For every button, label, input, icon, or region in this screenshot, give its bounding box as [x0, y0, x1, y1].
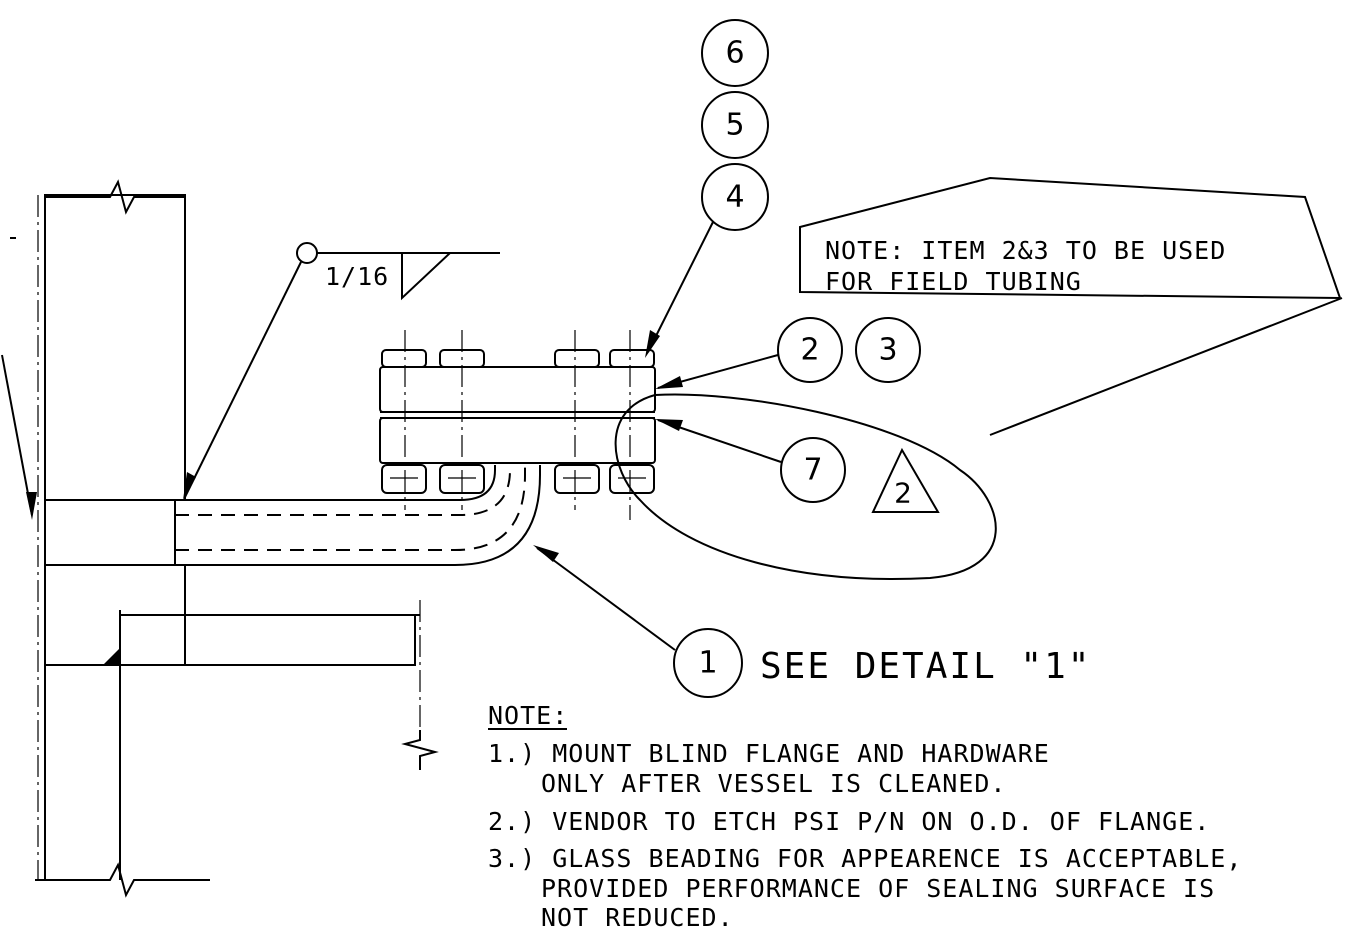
balloon-7: 7	[655, 419, 846, 503]
nut-top-1	[381, 349, 427, 368]
note-cloud-outline	[799, 176, 1342, 300]
svg-text:1: 1	[698, 646, 717, 681]
wall-upper-hatch	[44, 194, 186, 501]
note-3-line3: NOT REDUCED.	[541, 903, 734, 930]
weld-size-label: 1/16	[325, 262, 389, 291]
base-plate-hatch	[119, 614, 416, 666]
balloon-2: 2	[655, 317, 843, 389]
note-1-line1: 1.) MOUNT BLIND FLANGE AND HARDWARE	[488, 739, 1050, 768]
left-leader-line	[1, 354, 33, 516]
flange-assembly	[379, 330, 656, 520]
fillet-weld-mark	[103, 648, 120, 665]
weld-leader	[184, 261, 302, 498]
svg-text:2: 2	[894, 477, 912, 510]
tube-inner-top	[175, 465, 511, 516]
nut-bottom-3	[554, 464, 600, 494]
detail-callout: SEE DETAIL "1"	[760, 646, 1091, 687]
weld-symbol: 1/16	[183, 242, 500, 500]
notes-block: NOTE: 1.) MOUNT BLIND FLANGE AND HARDWAR…	[488, 701, 1242, 930]
nut-top-4	[609, 349, 655, 368]
note-3-line2: PROVIDED PERFORMANCE OF SEALING SURFACE …	[541, 874, 1215, 903]
note-2: 2.) VENDOR TO ETCH PSI P/N ON O.D. OF FL…	[488, 807, 1210, 836]
nut-bottom-1	[381, 464, 427, 494]
balloon-4: 4	[645, 163, 769, 358]
break-mark-top	[45, 179, 185, 215]
revision-triangle: 2	[871, 447, 940, 513]
balloon-6: 6	[701, 19, 769, 87]
nut-top-3	[554, 349, 600, 368]
svg-text:4: 4	[725, 180, 744, 215]
base-plate	[103, 565, 439, 880]
vessel-wall	[1, 179, 210, 898]
nut-bottom-4	[609, 464, 655, 494]
weld-flange	[379, 417, 656, 464]
blind-flange	[379, 366, 656, 413]
svg-text:2: 2	[800, 333, 819, 368]
note-cloud: NOTE: ITEM 2&3 TO BE USED FOR FIELD TUBI…	[799, 176, 1343, 436]
svg-text:6: 6	[725, 36, 744, 71]
balloon-3: 3	[855, 317, 921, 383]
nozzle-tube	[45, 465, 541, 566]
tube-inner-bottom	[175, 465, 526, 551]
balloon-1: 1	[533, 545, 743, 698]
svg-text:5: 5	[725, 108, 744, 143]
weld-all-around-icon	[296, 242, 318, 264]
balloon-5: 5	[701, 91, 769, 159]
tube-outer-bottom	[175, 465, 541, 566]
fillet-weld-icon	[401, 252, 451, 301]
note-3-line1: 3.) GLASS BEADING FOR APPEARENCE IS ACCE…	[488, 844, 1242, 873]
break-mark-bottom	[35, 862, 210, 898]
tube-outer-top	[175, 465, 496, 501]
svg-text:3: 3	[878, 333, 897, 368]
nut-top-2	[439, 349, 485, 368]
notes-heading: NOTE:	[488, 701, 568, 730]
svg-text:7: 7	[803, 453, 822, 488]
cloud-note-line2: FOR FIELD TUBING	[825, 267, 1082, 296]
revision-cloud	[614, 393, 997, 580]
cloud-note-line1: NOTE: ITEM 2&3 TO BE USED	[825, 236, 1226, 265]
break-mark-right	[401, 730, 439, 770]
note-1-line2: ONLY AFTER VESSEL IS CLEANED.	[541, 769, 1007, 798]
nut-bottom-2	[439, 464, 485, 494]
